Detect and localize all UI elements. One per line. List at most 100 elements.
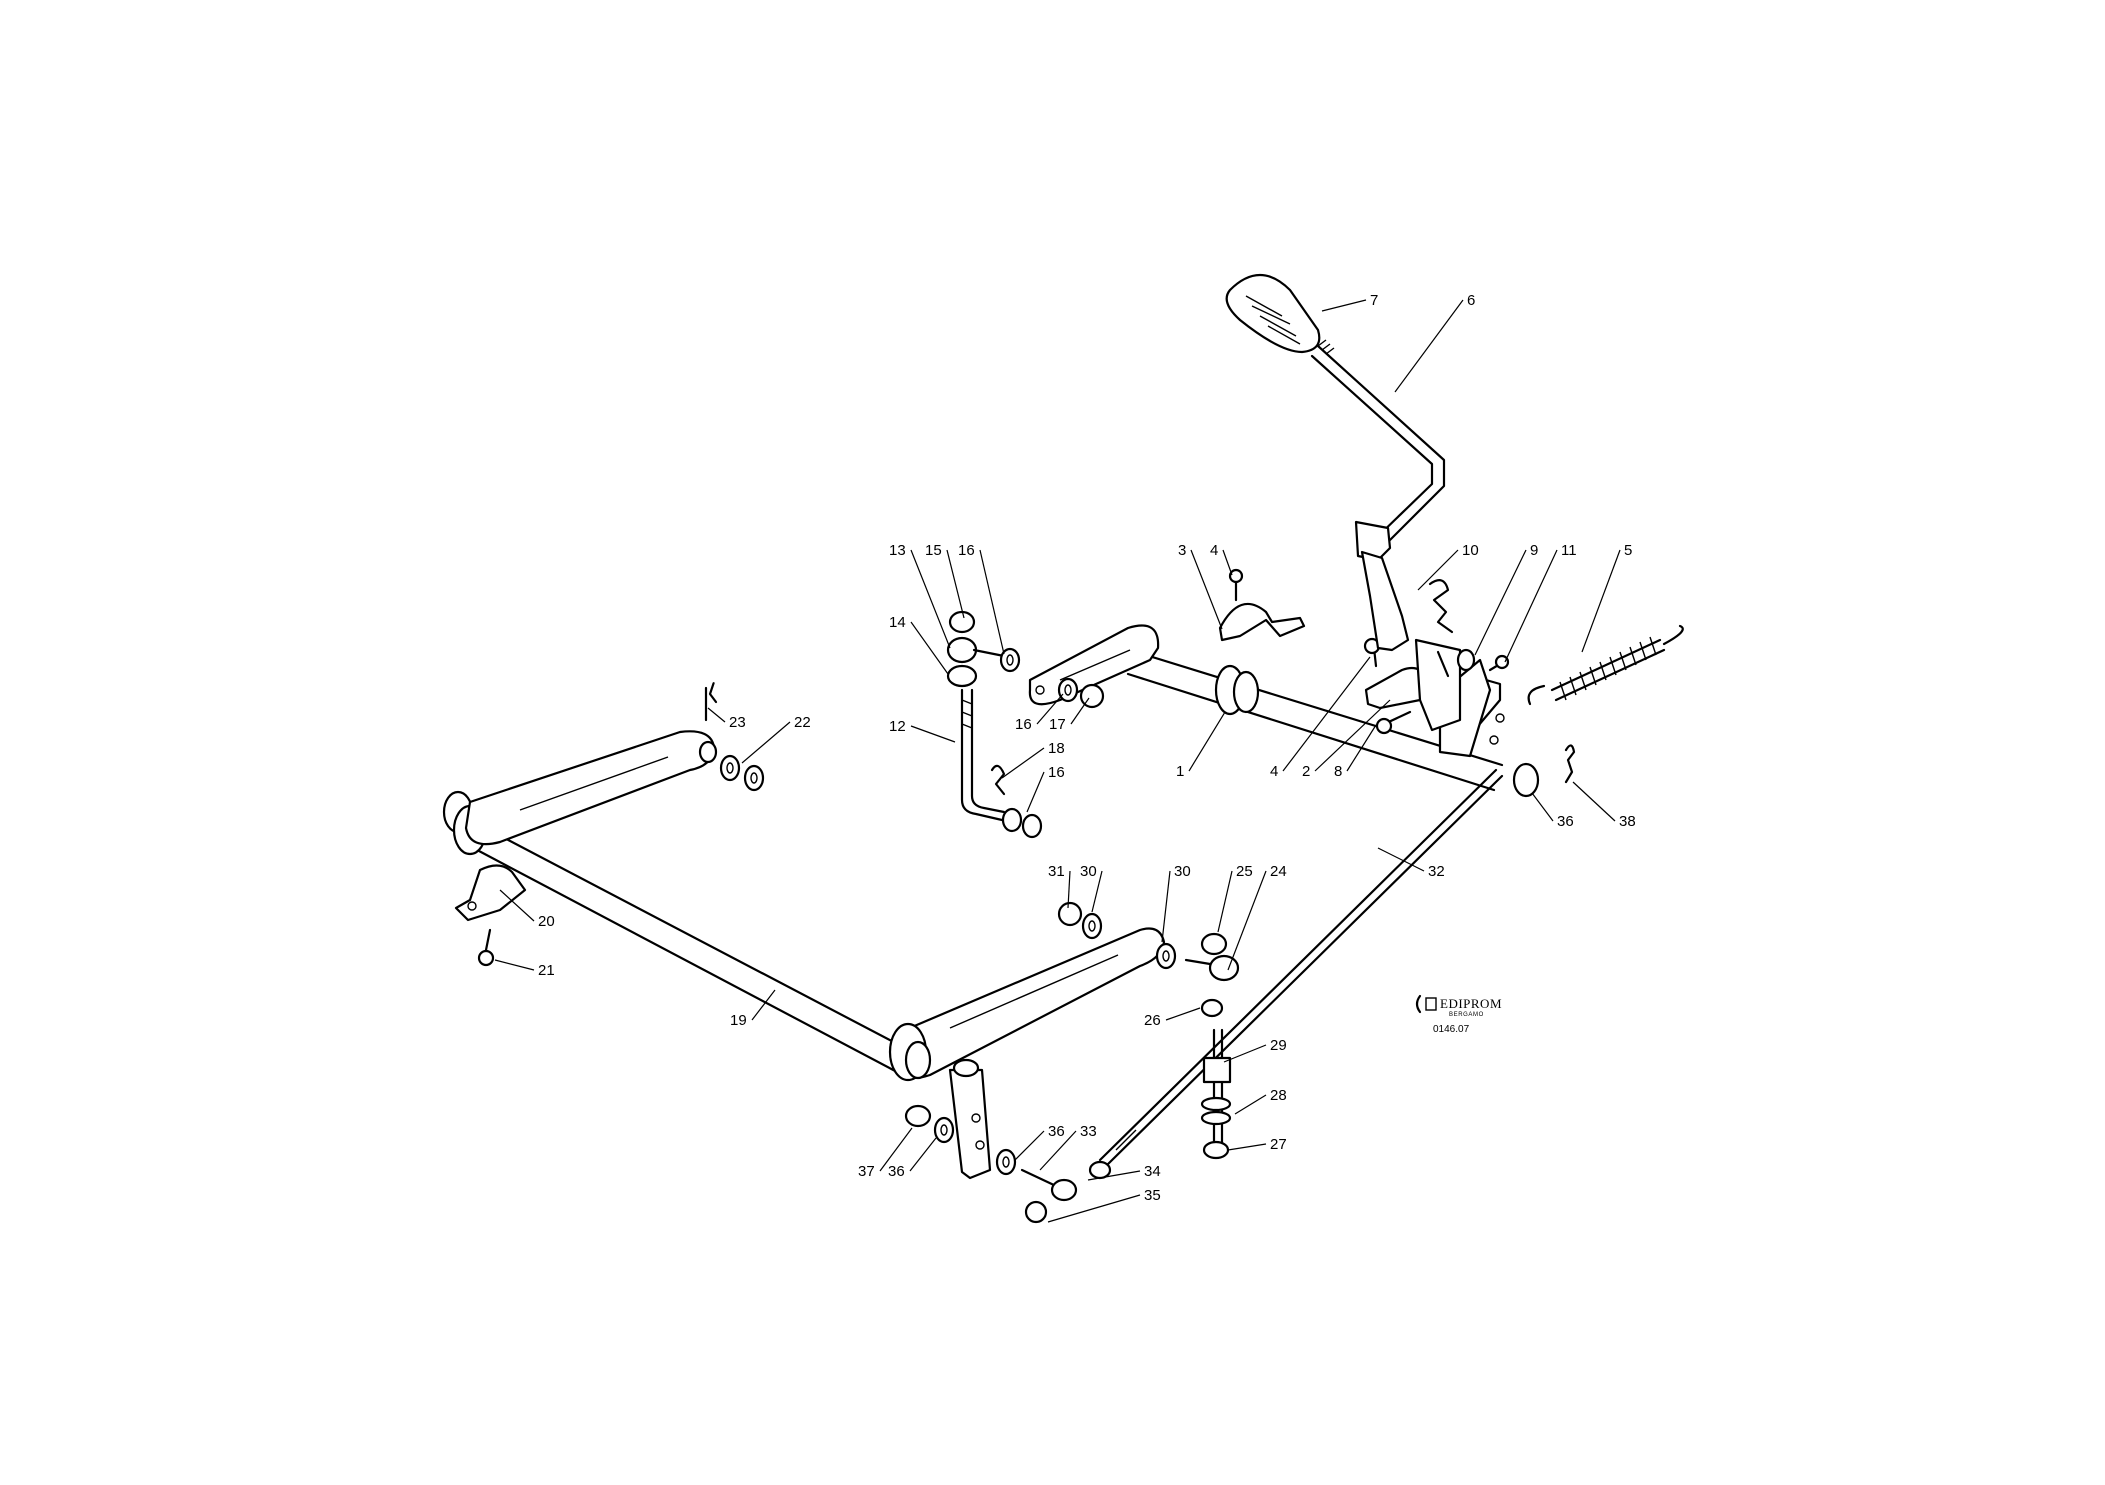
callout-leader xyxy=(1504,549,1558,663)
callout-leader xyxy=(1001,747,1045,779)
part-label: 16 xyxy=(1015,716,1032,733)
part-label: 7 xyxy=(1370,292,1378,309)
lower-arm xyxy=(888,927,1166,1180)
gear-lever xyxy=(1310,339,1462,732)
callout-leader xyxy=(1394,299,1464,393)
logo-city: BERGAMO xyxy=(1449,1012,1484,1018)
part-label: 8 xyxy=(1334,763,1342,780)
part-label: 32 xyxy=(1428,863,1445,880)
callout-leader xyxy=(1217,870,1233,933)
part-label: 13 xyxy=(889,542,906,559)
part-label: 30 xyxy=(1080,863,1097,880)
part-label: 36 xyxy=(1557,813,1574,830)
callout-leader xyxy=(1165,1007,1201,1021)
callout-leader xyxy=(1227,870,1267,971)
part-label: 11 xyxy=(1561,542,1577,559)
publisher-logo: EDIPROM BERGAMO 0146.07 xyxy=(1415,994,1502,1035)
part-label: 19 xyxy=(730,1012,747,1029)
callout-leader xyxy=(1190,549,1223,630)
washers-22 xyxy=(719,754,765,792)
callout-leader xyxy=(909,1137,937,1172)
callout-leader xyxy=(1222,549,1233,576)
part-label: 24 xyxy=(1270,863,1287,880)
part-label: 2 xyxy=(1302,763,1310,780)
callout-leader xyxy=(1227,1143,1267,1151)
callout-leader xyxy=(879,1127,913,1172)
callout-leader xyxy=(1026,771,1045,813)
callout-leader xyxy=(946,549,965,619)
left-arm xyxy=(454,682,718,967)
hardware-13-17 xyxy=(946,610,1105,709)
hardware-36-37 xyxy=(904,1104,1078,1224)
callout-leader xyxy=(1014,1130,1045,1161)
lever-knob xyxy=(1225,274,1321,354)
callout-leader xyxy=(1572,781,1616,822)
part-label: 3 xyxy=(1178,542,1186,559)
callout-leader xyxy=(1039,1130,1077,1171)
callout-leader xyxy=(1188,711,1226,772)
callout-leader xyxy=(1067,870,1071,909)
part-label: 12 xyxy=(889,718,906,735)
part-label: 30 xyxy=(1174,863,1191,880)
callout-leader xyxy=(707,707,726,723)
tension-spring-5 xyxy=(1527,624,1684,706)
part-label: 5 xyxy=(1624,542,1632,559)
part-label: 27 xyxy=(1270,1136,1287,1153)
lever-bracket xyxy=(1363,637,1540,798)
part-label: 1 xyxy=(1176,763,1184,780)
callout-leader xyxy=(1161,870,1171,943)
part-label: 34 xyxy=(1144,1163,1161,1180)
part-label: 33 xyxy=(1080,1123,1097,1140)
callout-leader xyxy=(1474,549,1527,656)
callout-leader xyxy=(1581,549,1621,653)
hardware-24-31 xyxy=(1057,901,1240,1018)
callout-leader xyxy=(1531,792,1554,822)
part-label: 37 xyxy=(858,1163,875,1180)
callout-leader xyxy=(1087,1170,1141,1181)
part-label: 4 xyxy=(1270,763,1278,780)
part-label: 29 xyxy=(1270,1037,1287,1054)
part-label: 22 xyxy=(794,714,811,731)
part-label: 28 xyxy=(1270,1087,1287,1104)
part-label: 26 xyxy=(1144,1012,1161,1029)
part-label: 17 xyxy=(1049,716,1066,733)
part-label: 20 xyxy=(538,913,555,930)
spring-10 xyxy=(1428,579,1454,678)
callout-leader xyxy=(1282,656,1371,772)
callout-leader xyxy=(1417,549,1459,591)
callout-leader xyxy=(1377,847,1425,872)
part-label: 15 xyxy=(925,542,942,559)
rod-12 xyxy=(960,688,1043,839)
part-label: 14 xyxy=(889,614,906,631)
callout-leader xyxy=(910,621,949,675)
part-label: 35 xyxy=(1144,1187,1161,1204)
part-label: 16 xyxy=(1048,764,1065,781)
part-label: 6 xyxy=(1467,292,1475,309)
callout-leader xyxy=(751,989,776,1021)
part-label: 21 xyxy=(538,962,555,979)
callout-leader xyxy=(1047,1194,1141,1223)
part-label: 4 xyxy=(1210,542,1218,559)
part-label: 16 xyxy=(958,542,975,559)
part-label: 18 xyxy=(1048,740,1065,757)
part-label: 9 xyxy=(1530,542,1538,559)
callout-leader xyxy=(1321,299,1367,312)
part-label: 31 xyxy=(1048,863,1065,880)
part-label: 36 xyxy=(888,1163,905,1180)
callout-leader xyxy=(741,721,791,764)
hairpin-38 xyxy=(1564,744,1576,784)
nuts-9-11 xyxy=(1456,648,1510,672)
part-label: 23 xyxy=(729,714,746,731)
callout-leader xyxy=(1223,1044,1267,1063)
callout-leader xyxy=(494,959,535,971)
callout-leader xyxy=(499,889,535,922)
rod-32 xyxy=(1088,768,1504,1180)
bolt-stack-27-29 xyxy=(1200,1028,1232,1160)
part-label: 38 xyxy=(1619,813,1636,830)
drawing-code: 0146.07 xyxy=(1433,1024,1470,1035)
callout-leader xyxy=(1346,724,1377,772)
callout-leader xyxy=(1314,699,1391,772)
callout-leader xyxy=(979,549,1005,655)
part-label: 25 xyxy=(1236,863,1253,880)
